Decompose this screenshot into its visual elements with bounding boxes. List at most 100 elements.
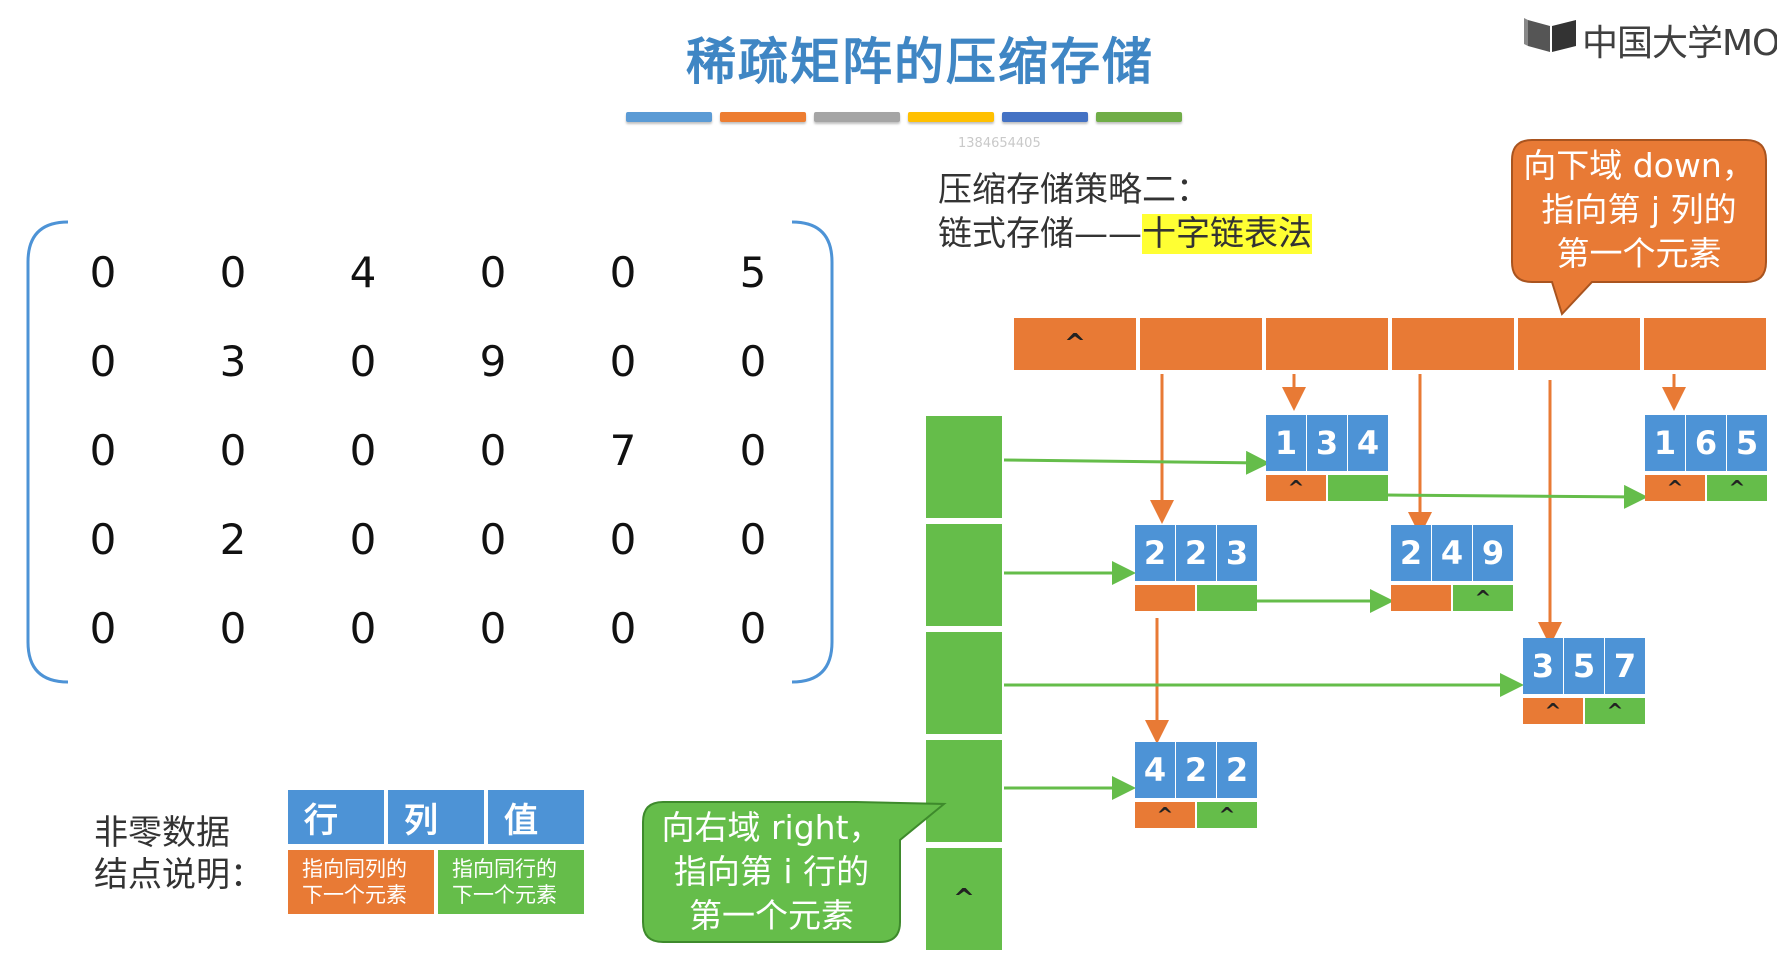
node-col-value: 2: [1176, 742, 1216, 798]
callout-down-line3: 第一个元素: [1556, 234, 1722, 273]
strategy-highlight: 十字链表法: [1142, 214, 1312, 254]
matrix-cell: 0: [739, 604, 767, 653]
matrix-cell: 0: [349, 337, 377, 386]
legend-right-desc-line2: 下一个元素: [452, 883, 557, 907]
row-head-2: [926, 524, 1002, 626]
matrix-cell: 0: [219, 604, 247, 653]
node-row-value: 2: [1135, 525, 1175, 581]
node-right-pointer: ^: [1197, 802, 1257, 828]
matrix-cell: 0: [609, 337, 637, 386]
node-row-value: 1: [1266, 415, 1306, 471]
matrix-cell: 0: [479, 515, 507, 564]
node-down-pointer: ^: [1135, 802, 1195, 828]
node-col-value: 6: [1686, 415, 1726, 471]
matrix-cell: 4: [349, 248, 377, 297]
node-down-pointer: [1391, 585, 1451, 611]
legend-header-val: 值: [488, 790, 584, 844]
node-right-pointer: [1197, 585, 1257, 611]
column-head-2: [1140, 318, 1262, 370]
matrix-cell: 0: [739, 337, 767, 386]
row-head-1: [926, 416, 1002, 518]
right-arrow-row1: [1003, 450, 1270, 475]
node-val-value: 3: [1217, 525, 1257, 581]
node-val-value: 5: [1727, 415, 1767, 471]
matrix-cell: 9: [479, 337, 507, 386]
callout-down-shape: [1511, 139, 1767, 316]
matrix-cell: 0: [609, 604, 637, 653]
column-head-1: ^: [1014, 318, 1136, 370]
node-3-5-7: 3 5 7 ^ ^: [1523, 638, 1645, 724]
legend-label-line1: 非零数据: [94, 813, 230, 853]
matrix-cell: 0: [89, 248, 117, 297]
matrix-cell: 0: [219, 426, 247, 475]
matrix-cell: 2: [219, 515, 247, 564]
node-row-value: 3: [1523, 638, 1563, 694]
logo-text: 中国大学MOOC: [1582, 23, 1777, 64]
legend-header-row: 行: [288, 790, 384, 844]
matrix-brackets: [26, 220, 834, 684]
matrix-cell: 5: [739, 248, 767, 297]
watermark: 1384654405: [958, 136, 1041, 151]
column-head-4: [1392, 318, 1514, 370]
matrix-cell: 7: [609, 426, 637, 475]
column-head-6: [1644, 318, 1766, 370]
title-bar-darkblue: [1002, 112, 1088, 122]
node-val-value: 9: [1473, 525, 1513, 581]
node-val-value: 2: [1217, 742, 1257, 798]
node-right-pointer: ^: [1707, 475, 1767, 501]
node-row-value: 2: [1391, 525, 1431, 581]
strategy-line1: 压缩存储策略二：: [938, 170, 1210, 210]
legend-down-desc-line2: 下一个元素: [302, 883, 407, 907]
strategy-prefix: 链式存储——: [938, 214, 1142, 254]
matrix-cell: 0: [609, 248, 637, 297]
node-col-value: 2: [1176, 525, 1216, 581]
matrix-cell: 0: [89, 337, 117, 386]
callout-right-line2: 指向第 i 行的: [673, 852, 870, 891]
legend-label: 非零数据 结点说明：: [94, 812, 264, 896]
callout-down-text: 向下域 down， 指向第 j 列的 第一个元素: [1512, 144, 1766, 276]
matrix-cell: 0: [349, 604, 377, 653]
row-head-4: [926, 740, 1002, 842]
matrix-cell: 0: [739, 515, 767, 564]
row-head-3: [926, 632, 1002, 734]
mooc-book-icon: [1524, 18, 1576, 52]
callout-right-text: 向右域 right， 指向第 i 行的 第一个元素: [643, 806, 900, 938]
node-val-value: 7: [1605, 638, 1645, 694]
node-down-pointer: ^: [1266, 475, 1326, 501]
matrix-cell: 0: [479, 604, 507, 653]
node-1-3-4: 1 3 4 ^: [1266, 415, 1388, 501]
title-bar-orange: [720, 112, 806, 122]
legend-down-desc: 指向同列的 下一个元素: [288, 850, 434, 914]
node-right-pointer: ^: [1585, 698, 1645, 724]
title-bar-green: [1096, 112, 1182, 122]
legend-label-line2: 结点说明：: [94, 855, 264, 895]
matrix-cell: 3: [219, 337, 247, 386]
column-head-3: [1266, 318, 1388, 370]
node-down-pointer: [1135, 585, 1195, 611]
legend-header-col: 列: [388, 790, 484, 844]
matrix-cell: 0: [89, 426, 117, 475]
callout-down-line1: 向下域 down，: [1523, 146, 1755, 185]
matrix-cell: 0: [89, 604, 117, 653]
node-2-4-9: 2 4 9 ^: [1391, 525, 1513, 611]
matrix-cell: 0: [479, 248, 507, 297]
node-right-pointer: [1328, 475, 1388, 501]
title-bar-blue: [626, 112, 712, 122]
title-bar-yellow: [908, 112, 994, 122]
title-bar-gray: [814, 112, 900, 122]
callout-down-line2: 指向第 j 列的: [1541, 190, 1737, 229]
legend-down-desc-line1: 指向同列的: [302, 857, 407, 881]
node-col-value: 3: [1307, 415, 1347, 471]
node-2-2-3: 2 2 3: [1135, 525, 1257, 611]
matrix-cell: 0: [609, 515, 637, 564]
node-down-pointer: ^: [1645, 475, 1705, 501]
strategy-line2: 链式存储——十字链表法: [938, 212, 1312, 256]
row-head-5: ^: [926, 848, 1002, 950]
node-col-value: 4: [1432, 525, 1472, 581]
callout-right-line1: 向右域 right，: [661, 808, 882, 847]
right-bracket: [791, 220, 834, 684]
matrix-cell: 0: [349, 426, 377, 475]
page-title: 稀疏矩阵的压缩存储: [686, 33, 1154, 91]
